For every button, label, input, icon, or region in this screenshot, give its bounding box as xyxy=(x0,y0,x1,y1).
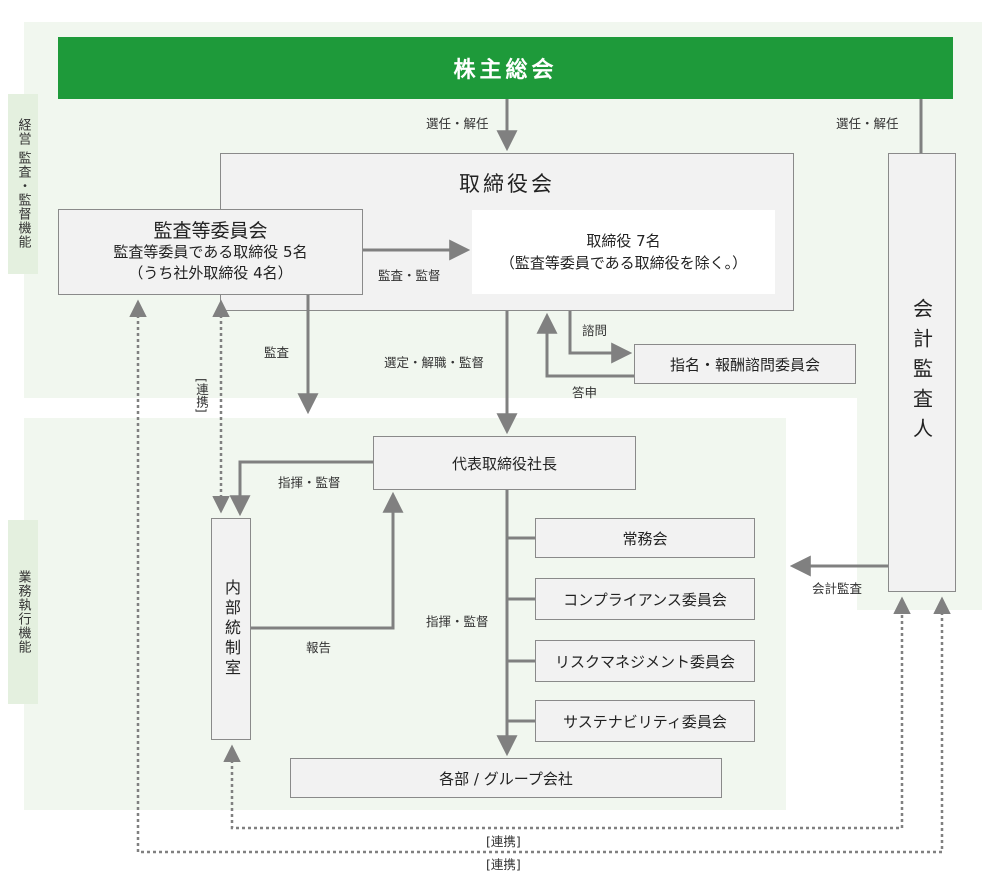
side-label-execution: 業務執行機能 xyxy=(8,520,38,704)
audit-committee-title: 監査等委員会 xyxy=(153,219,268,242)
audit-committee-outside: （うち社外取締役 4名） xyxy=(128,263,293,282)
directors-box: 取締役 7名 （監査等委員である取締役を除く。） xyxy=(472,210,775,294)
label-accounting-audit: 会計監査 xyxy=(812,581,863,596)
label-appoint-auditor: 選任・解任 xyxy=(836,116,899,131)
label-audit: 監査 xyxy=(264,345,290,360)
label-command-depts: 指揮・監督 xyxy=(426,614,489,629)
directors-count: 取締役 7名 xyxy=(586,232,661,250)
label-appoint-board: 選任・解任 xyxy=(426,116,489,131)
audit-committee-members: 監査等委員である取締役 5名 xyxy=(113,242,308,261)
side-label-governance: 経営 監査・監督機能 xyxy=(8,94,38,274)
departments-group-companies: 各部 / グループ会社 xyxy=(290,758,722,798)
board-title: 取締役会 xyxy=(459,172,555,196)
shareholders-meeting: 株主総会 xyxy=(58,37,953,99)
label-audit-supervise: 監査・監督 xyxy=(378,268,441,283)
label-report-back: 答申 xyxy=(572,385,598,400)
label-liaison-bottom1: [連携] xyxy=(486,834,521,849)
label-liaison-left: [連携] xyxy=(194,378,209,413)
dotted-liaison-bottom1 xyxy=(223,596,911,830)
directors-note: （監査等委員である取締役を除く。） xyxy=(499,254,748,272)
arrow-report xyxy=(251,491,404,630)
label-liaison-bottom2: [連携] xyxy=(486,857,521,872)
dotted-liaison-bottom2 xyxy=(129,299,951,854)
label-report: 報告 xyxy=(306,640,332,655)
audit-committee: 監査等委員会 監査等委員である取締役 5名 （うち社外取締役 4名） xyxy=(58,209,363,295)
label-command-ic: 指揮・監督 xyxy=(278,475,341,490)
label-select-dismiss: 選定・解職・監督 xyxy=(384,355,485,370)
label-consult: 諮問 xyxy=(582,323,608,338)
